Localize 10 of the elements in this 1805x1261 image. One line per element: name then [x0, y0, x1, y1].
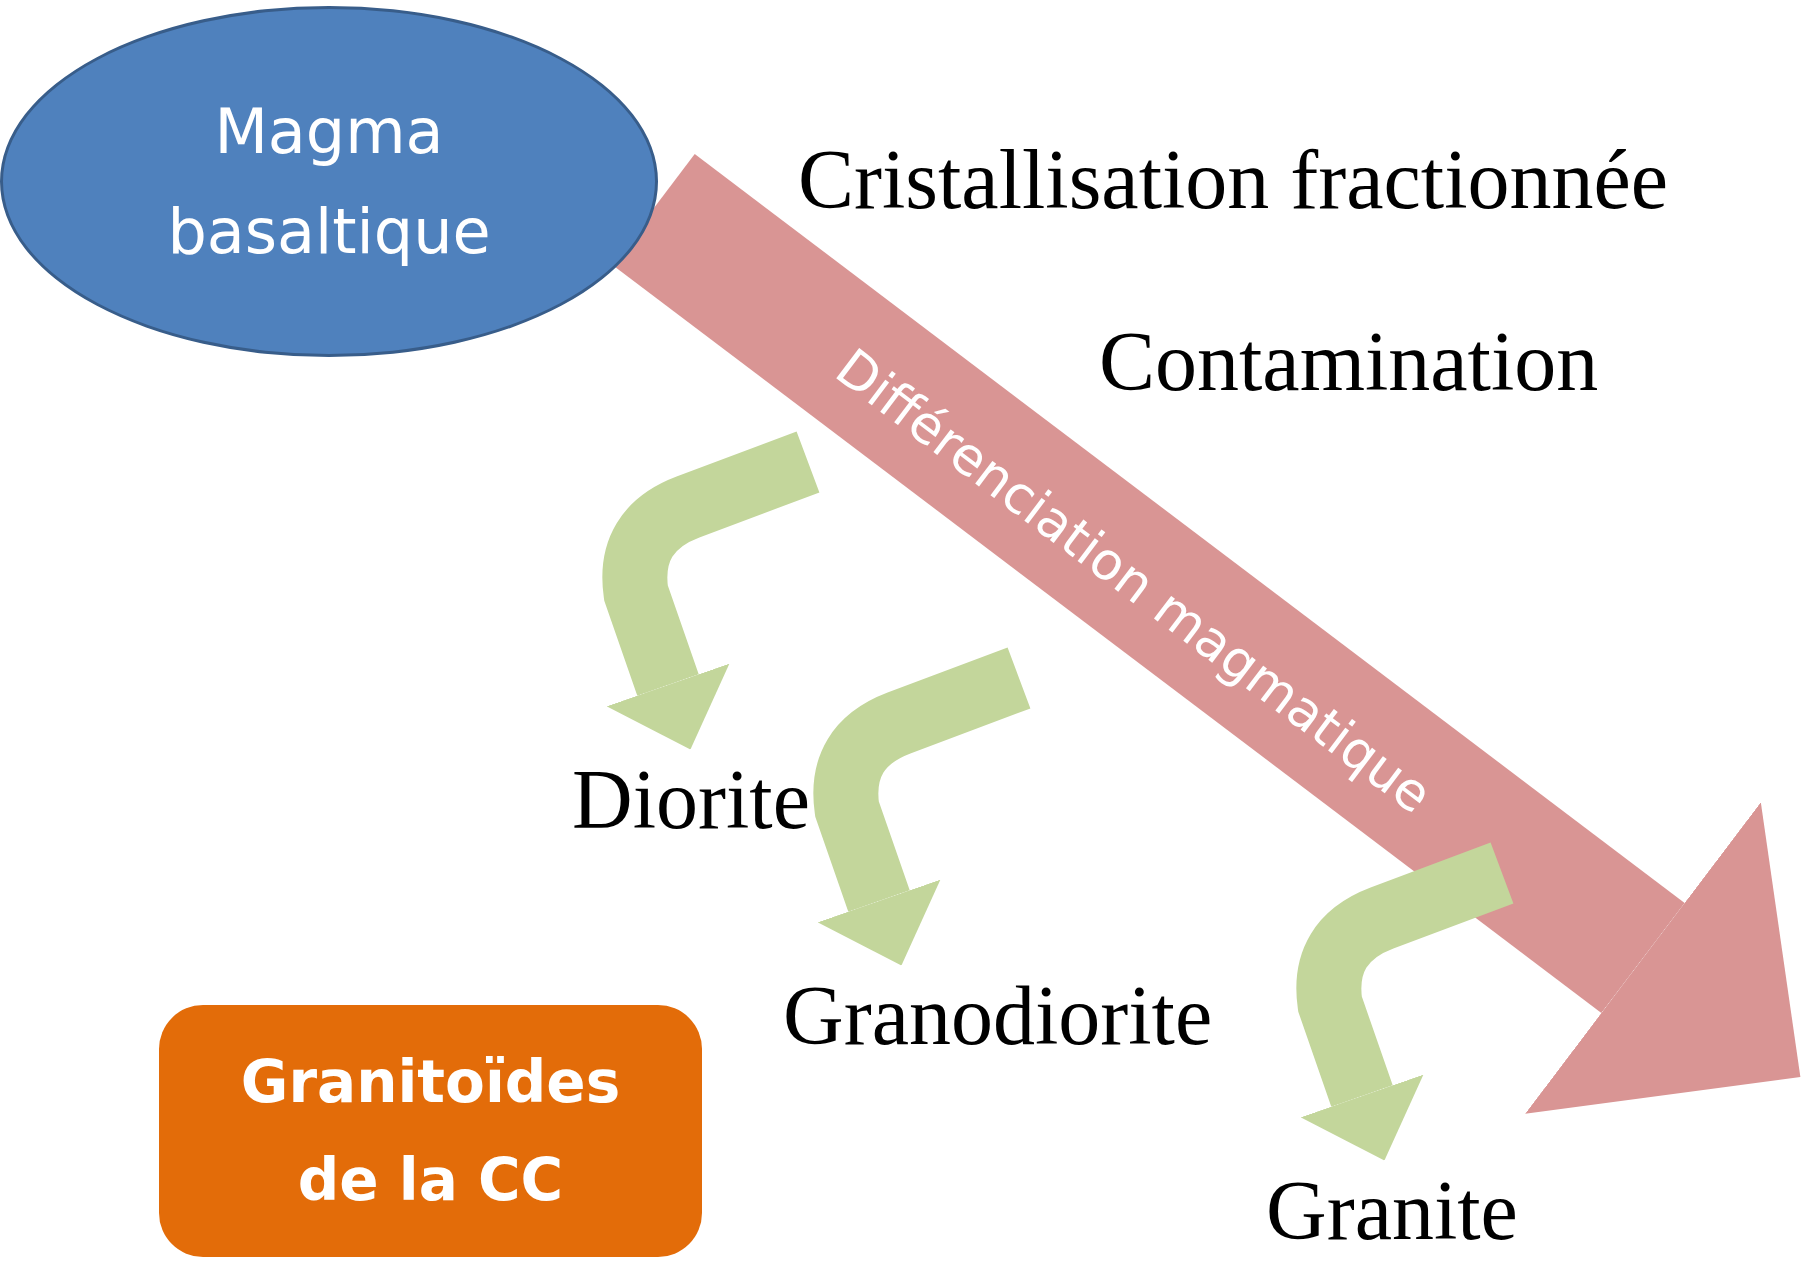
node-text: Magma basaltique: [166, 93, 492, 270]
rock-name: Granite: [1266, 1163, 1518, 1259]
rock-name: Granodiorite: [783, 968, 1213, 1064]
process-label: Cristallisation fractionnée: [798, 132, 1669, 228]
rock-group-box: [159, 1005, 702, 1257]
curved-arrow: [813, 647, 1031, 966]
curved-arrow: [602, 431, 820, 750]
node-text: Granitoïdes de la CC: [239, 1047, 622, 1216]
curved-arrow: [1296, 842, 1514, 1161]
rock-name: Diorite: [572, 752, 810, 848]
